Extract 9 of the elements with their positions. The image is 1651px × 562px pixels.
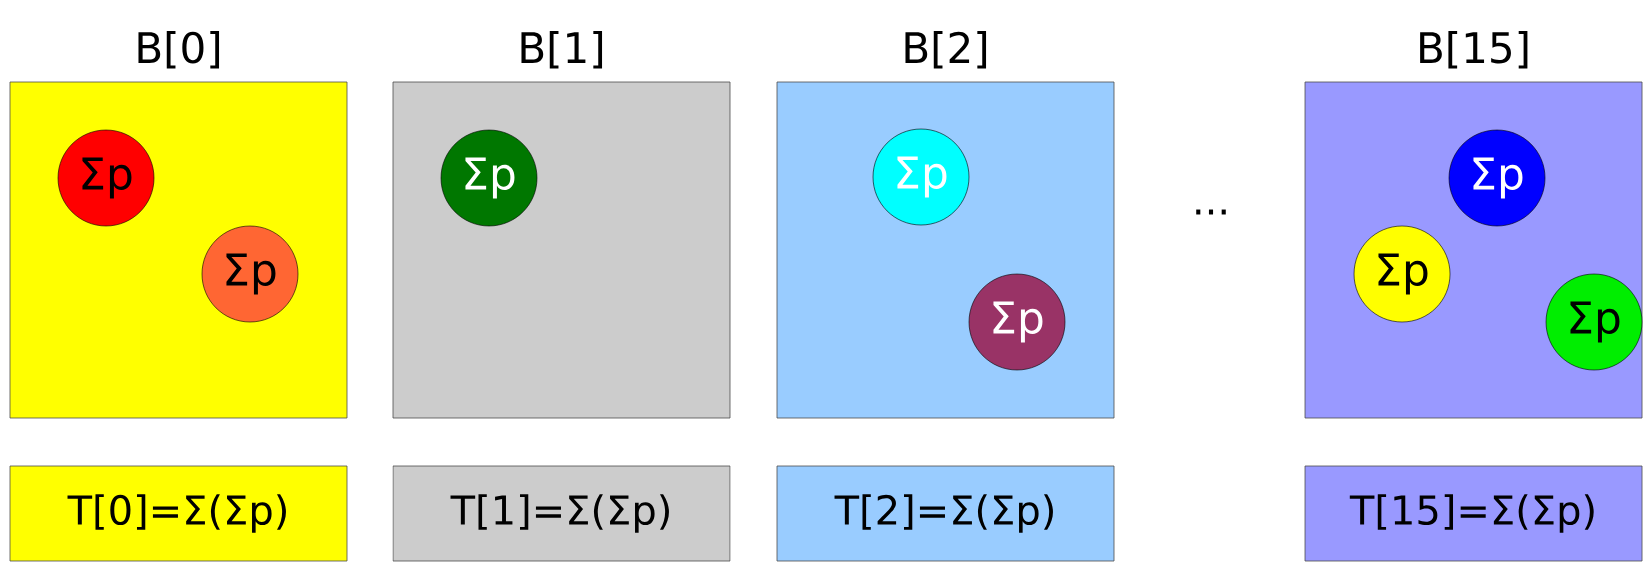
total-box: T[15]=Σ(Σp) xyxy=(1304,465,1643,562)
block-heading: B[2] xyxy=(905,31,987,69)
ellipsis: ... xyxy=(1196,209,1226,215)
total-box: T[0]=Σ(Σp) xyxy=(9,465,348,562)
total-box: T[1]=Σ(Σp) xyxy=(392,465,731,562)
block-heading: B[1] xyxy=(521,31,603,69)
block-heading: B[0] xyxy=(138,31,220,69)
block-heading: B[15] xyxy=(1420,31,1528,69)
total-box: T[2]=Σ(Σp) xyxy=(776,465,1115,562)
